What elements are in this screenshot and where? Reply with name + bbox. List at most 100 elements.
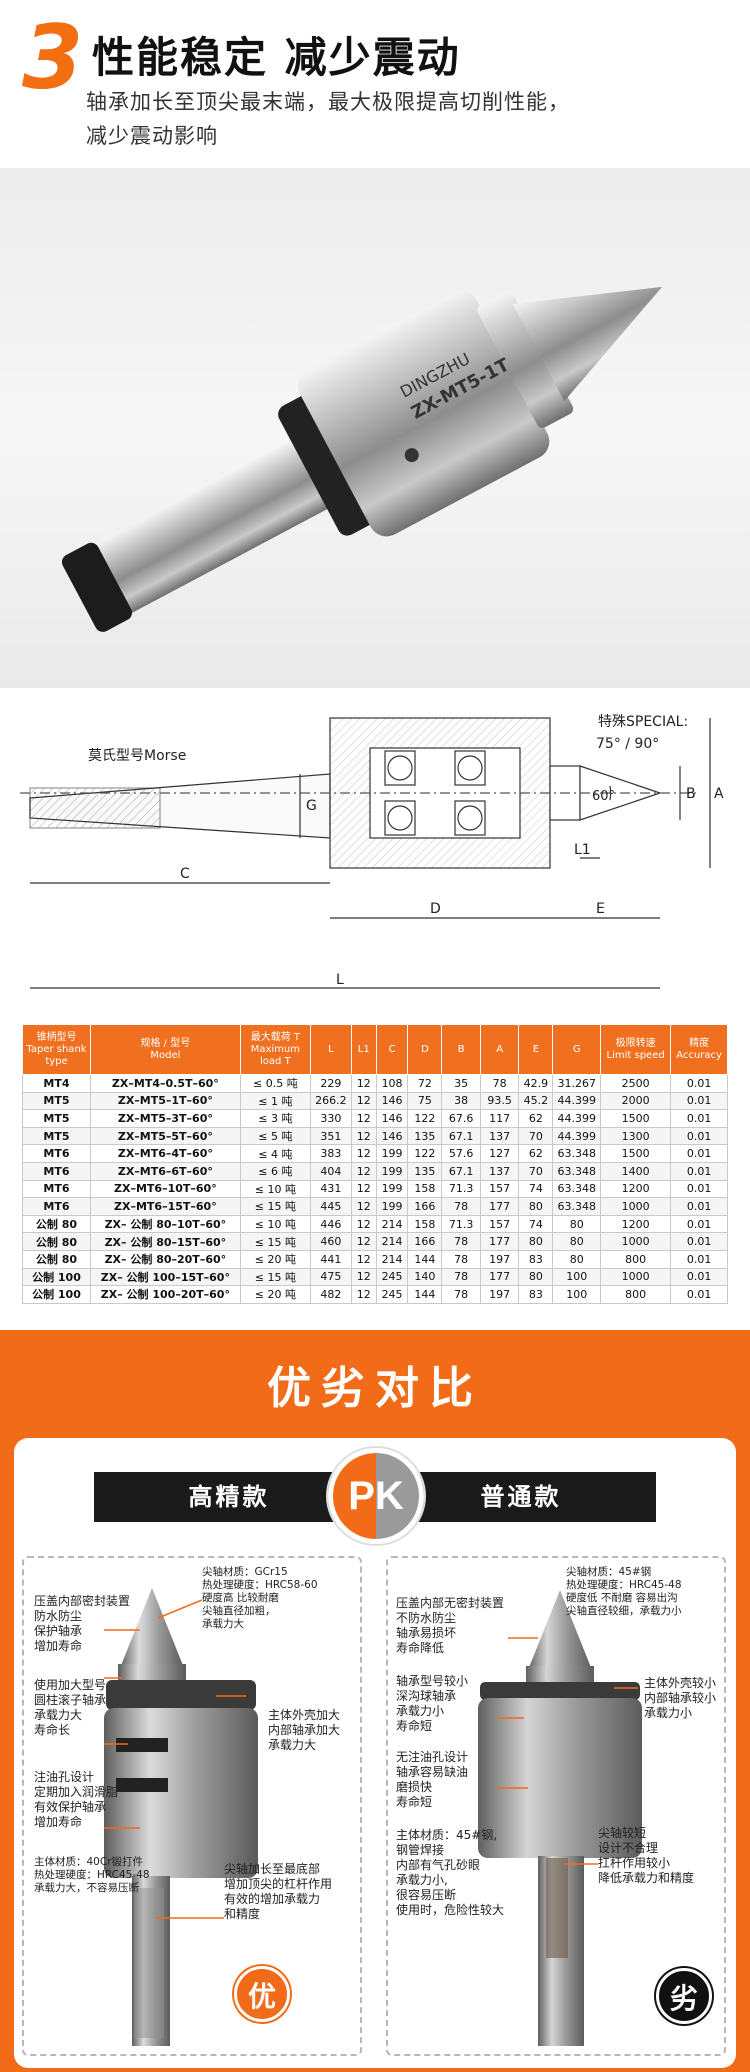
- spec-cell: 63.348: [552, 1179, 601, 1199]
- spec-cell: 214: [375, 1232, 409, 1251]
- pk-badge: PK: [328, 1448, 424, 1544]
- spec-cell: 158: [407, 1179, 443, 1199]
- spec-cell: 12: [350, 1232, 377, 1251]
- spec-cell: 38: [441, 1091, 481, 1111]
- dim-e: E: [596, 901, 605, 917]
- spec-cell: MT6: [22, 1179, 91, 1199]
- spec-cell: 199: [375, 1144, 409, 1163]
- spec-cell: 1200: [599, 1179, 672, 1199]
- spec-cell: 166: [407, 1232, 443, 1251]
- spec-cell: 482: [310, 1285, 352, 1304]
- spec-cell: 177: [479, 1232, 520, 1251]
- spec-cell: 80: [552, 1214, 601, 1234]
- product-photo: DINGZHU ZX-MT5-1T: [0, 168, 750, 688]
- spec-cell: MT6: [22, 1197, 91, 1216]
- spec-cell: ZX–MT4–0.5T–60°: [89, 1074, 241, 1093]
- spec-cell: 0.01: [670, 1109, 728, 1128]
- spec-cell: 1000: [599, 1267, 672, 1287]
- spec-cell: 158: [407, 1214, 443, 1234]
- spec-cell: ≤ 1 吨: [239, 1091, 312, 1111]
- spec-cell: ZX–MT6–6T–60°: [89, 1161, 241, 1181]
- spec-cell: 74: [518, 1214, 554, 1234]
- spec-cell: 12: [350, 1285, 377, 1304]
- spec-cell: 78: [441, 1267, 481, 1287]
- spec-header-cell: A: [479, 1024, 520, 1075]
- spec-cell: 44.399: [552, 1109, 601, 1128]
- spec-cell: 2000: [599, 1091, 672, 1111]
- spec-cell: 80: [518, 1232, 554, 1251]
- spec-cell: MT5: [22, 1091, 91, 1111]
- angles-label: 75° / 90°: [596, 736, 659, 752]
- spec-cell: 80: [518, 1267, 554, 1287]
- spec-cell: 351: [310, 1126, 352, 1146]
- spec-cell: 78: [441, 1232, 481, 1251]
- spec-cell: 1000: [599, 1197, 672, 1216]
- dim-b: B: [686, 786, 696, 802]
- spec-cell: 199: [375, 1179, 409, 1199]
- spec-cell: MT5: [22, 1126, 91, 1146]
- spec-cell: 245: [375, 1267, 409, 1287]
- spec-cell: 0.01: [670, 1232, 728, 1251]
- special-label: 特殊SPECIAL:: [598, 714, 688, 730]
- spec-cell: ZX–MT6–15T–60°: [89, 1197, 241, 1216]
- spec-cell: 62: [518, 1144, 554, 1163]
- spec-cell: ≤ 0.5 吨: [239, 1074, 312, 1093]
- spec-cell: 460: [310, 1232, 352, 1251]
- spec-cell: 1000: [599, 1232, 672, 1251]
- spec-cell: 137: [479, 1126, 520, 1146]
- spec-cell: ZX–MT6–10T–60°: [89, 1179, 241, 1199]
- spec-cell: 140: [407, 1267, 443, 1287]
- spec-cell: 800: [599, 1249, 672, 1269]
- spec-cell: 公制 100: [22, 1285, 91, 1304]
- spec-header-cell: D: [407, 1024, 443, 1075]
- spec-cell: MT6: [22, 1144, 91, 1163]
- spec-cell: 144: [407, 1249, 443, 1269]
- spec-cell: 0.01: [670, 1197, 728, 1216]
- spec-cell: 63.348: [552, 1161, 601, 1181]
- spec-cell: MT6: [22, 1161, 91, 1181]
- spec-cell: 404: [310, 1161, 352, 1181]
- spec-cell: 67.1: [441, 1126, 481, 1146]
- spec-cell: 1400: [599, 1161, 672, 1181]
- spec-cell: 1300: [599, 1126, 672, 1146]
- spec-cell: 122: [407, 1144, 443, 1163]
- spec-cell: 229: [310, 1074, 352, 1093]
- spec-cell: 0.01: [670, 1179, 728, 1199]
- spec-cell: 67.1: [441, 1161, 481, 1181]
- spec-cell: 公制 80: [22, 1249, 91, 1269]
- spec-cell: 177: [479, 1197, 520, 1216]
- spec-header-cell: C: [375, 1024, 409, 1075]
- spec-cell: 93.5: [479, 1091, 520, 1111]
- spec-cell: 70: [518, 1126, 554, 1146]
- spec-cell: ≤ 15 吨: [239, 1197, 312, 1216]
- spec-cell: ≤ 4 吨: [239, 1144, 312, 1163]
- morse-label: 莫氏型号Morse: [88, 748, 186, 764]
- spec-cell: ZX– 公制 80–10T–60°: [89, 1214, 241, 1234]
- dim-a: A: [714, 786, 724, 802]
- spec-cell: 12: [350, 1267, 377, 1287]
- dim-g: G: [306, 798, 317, 814]
- spec-cell: 800: [599, 1285, 672, 1304]
- spec-cell: ZX–MT6–4T–60°: [89, 1144, 241, 1163]
- right-seal-label: 压盖内部无密封装置不防水防尘 轴承易损坏寿命降低: [396, 1596, 505, 1655]
- spec-cell: 127: [479, 1144, 520, 1163]
- spec-cell: 108: [375, 1074, 409, 1093]
- spec-header-cell: E: [518, 1024, 554, 1075]
- spec-header-cell: G: [552, 1024, 601, 1075]
- spec-cell: ≤ 20 吨: [239, 1249, 312, 1269]
- spec-cell: 80: [552, 1232, 601, 1251]
- spec-cell: 330: [310, 1109, 352, 1128]
- spec-cell: ≤ 5 吨: [239, 1126, 312, 1146]
- high-precision-title: 高精款: [94, 1472, 364, 1522]
- spec-cell: 75: [407, 1091, 443, 1111]
- live-center-image: DINGZHU ZX-MT5-1T: [61, 286, 663, 632]
